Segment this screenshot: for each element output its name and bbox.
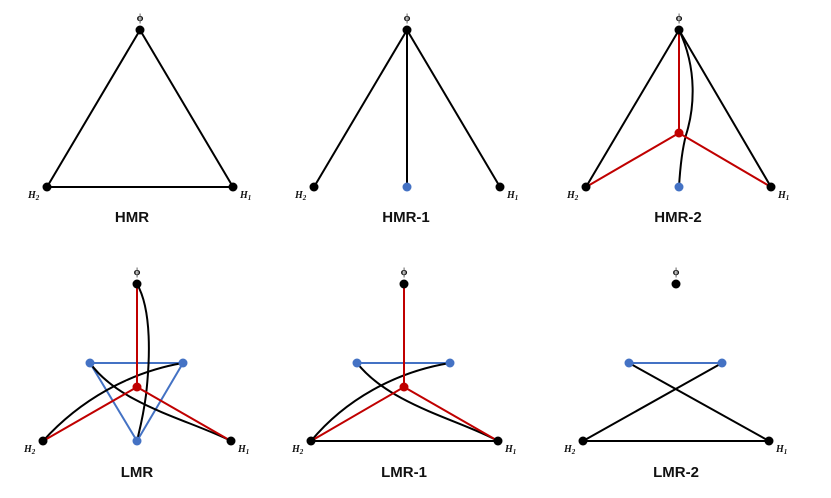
- panel-title-lmr2: LMR-2: [653, 464, 699, 481]
- label-phi: ϕ: [401, 266, 408, 278]
- node-blue-right: [717, 358, 727, 368]
- panel-lmr1: ϕ H2 H1 LMR-1: [291, 266, 516, 481]
- node-h2: [309, 182, 319, 192]
- edge-red-center-h2: [310, 386, 405, 442]
- node-h1: [493, 436, 503, 446]
- node-blue-left: [624, 358, 634, 368]
- node-blue-right: [445, 358, 455, 368]
- label-h2: H2: [23, 444, 36, 456]
- node-blue-left: [85, 358, 95, 368]
- node-phi: [399, 279, 409, 289]
- edge-phi-bottom-curve: [136, 283, 150, 442]
- edge-right-h2: [582, 362, 723, 442]
- label-h2: H2: [563, 444, 576, 456]
- label-h2: H2: [294, 190, 307, 202]
- node-h1: [495, 182, 505, 192]
- node-center-red: [132, 382, 142, 392]
- panel-title-hmr: HMR: [115, 209, 149, 226]
- node-center-red: [399, 382, 409, 392]
- edge-phi-h2: [46, 29, 141, 188]
- node-blue-left: [352, 358, 362, 368]
- panel-lmr: ϕ H2 H1 LMR: [23, 266, 249, 481]
- edge-phi-blue-curve: [678, 29, 694, 188]
- edge-left-h1: [628, 362, 770, 442]
- label-h1: H1: [777, 190, 789, 202]
- node-center-blue: [674, 182, 684, 192]
- label-phi: ϕ: [137, 12, 144, 24]
- edge-right-h2-curve: [42, 362, 184, 442]
- node-h2: [581, 182, 591, 192]
- node-center-blue: [402, 182, 412, 192]
- label-h1: H1: [239, 190, 251, 202]
- label-h2: H2: [27, 190, 40, 202]
- edge-phi-h1: [139, 29, 234, 188]
- label-phi: ϕ: [676, 12, 683, 24]
- edge-red-center-h2: [42, 386, 138, 442]
- edge-red-center-h1: [136, 386, 232, 442]
- node-h2: [306, 436, 316, 446]
- panel-hmr1: ϕ H2 H1 HMR-1: [294, 12, 518, 226]
- label-phi: ϕ: [134, 266, 141, 278]
- panel-hmr: ϕ H2 H1 HMR: [27, 12, 251, 226]
- node-phi: [135, 25, 145, 35]
- edge-blue-right: [136, 362, 184, 442]
- panel-title-lmr: LMR: [121, 464, 154, 481]
- panel-title-hmr1: HMR-1: [382, 209, 430, 226]
- panel-title-lmr1: LMR-1: [381, 464, 427, 481]
- panel-hmr2: ϕ H2 H1 HMR-2: [566, 12, 789, 226]
- edge-red-center-h2: [585, 132, 680, 188]
- node-h1: [766, 182, 776, 192]
- node-h2: [42, 182, 52, 192]
- node-phi: [674, 25, 684, 35]
- label-h1: H1: [237, 444, 249, 456]
- node-h2: [38, 436, 48, 446]
- node-blue-right: [178, 358, 188, 368]
- edge-left-h1-curve: [356, 362, 499, 442]
- node-h1: [226, 436, 236, 446]
- label-h2: H2: [566, 190, 579, 202]
- edge-left-h1-curve: [89, 362, 232, 442]
- edge-phi-h1: [678, 29, 772, 188]
- edge-phi-h2: [585, 29, 680, 188]
- edge-right-h2-curve: [310, 362, 451, 442]
- label-h2: H2: [291, 444, 304, 456]
- node-h1: [228, 182, 238, 192]
- edge-red-center-h1: [403, 386, 499, 442]
- node-center-red: [674, 128, 684, 138]
- edge-blue-left: [89, 362, 138, 442]
- node-blue-bottom: [132, 436, 142, 446]
- edge-phi-h1: [406, 29, 501, 188]
- label-phi: ϕ: [673, 266, 680, 278]
- node-phi: [671, 279, 681, 289]
- label-h1: H1: [775, 444, 787, 456]
- panel-title-hmr2: HMR-2: [654, 209, 702, 226]
- node-h2: [578, 436, 588, 446]
- node-phi: [402, 25, 412, 35]
- panel-lmr2: ϕ H2 H1 LMR-2: [563, 266, 787, 481]
- label-phi: ϕ: [404, 12, 411, 24]
- label-h1: H1: [506, 190, 518, 202]
- edge-phi-h2: [313, 29, 408, 188]
- label-h1: H1: [504, 444, 516, 456]
- node-h1: [764, 436, 774, 446]
- edge-red-center-h1: [678, 132, 772, 188]
- node-phi: [132, 279, 142, 289]
